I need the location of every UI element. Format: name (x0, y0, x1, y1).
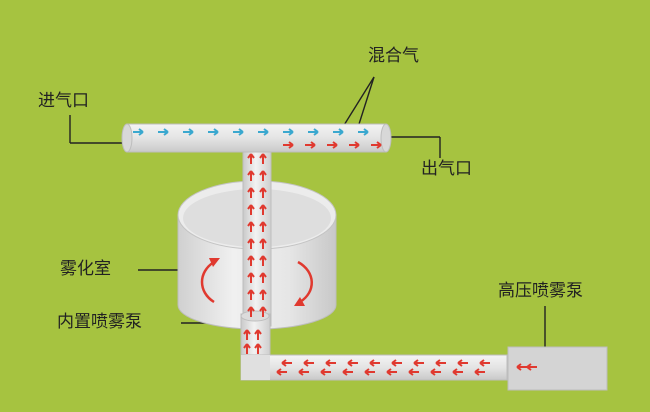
flow-arrows (133, 128, 537, 376)
outflow-arrow (371, 141, 382, 149)
pump-up-arrow (243, 343, 251, 354)
feed-left-arrow (364, 368, 375, 376)
riser-up-arrow (247, 306, 255, 317)
feed-left-arrow (479, 359, 490, 367)
feed-left-arrow (474, 368, 485, 376)
outflow-arrow (283, 141, 294, 149)
feed-left-arrow (435, 359, 446, 367)
swirl-arrows (200, 260, 313, 304)
pump-left-arrow (516, 363, 527, 371)
feed-left-arrow (452, 368, 463, 376)
swirl-right-head (294, 297, 305, 306)
feed-left-arrow (430, 368, 441, 376)
outflow-arrow (349, 141, 360, 149)
riser-up-arrow (247, 153, 255, 164)
feed-left-arrow (386, 368, 397, 376)
feed-left-arrow (276, 368, 287, 376)
feed-left-arrow (413, 359, 424, 367)
inlet-label: 进气口 (38, 91, 89, 111)
riser-up-arrow (247, 204, 255, 215)
internal-spray-pump-label: 内置喷雾泵 (57, 312, 142, 332)
riser-up-arrow (247, 187, 255, 198)
riser-up-arrow (259, 238, 267, 249)
pump-up-arrow (243, 329, 251, 340)
riser-pipe (242, 137, 272, 327)
pump-up-arrow (254, 329, 262, 340)
feed-left-arrow (303, 359, 314, 367)
riser-up-arrow (259, 187, 267, 198)
leader-lines (69, 76, 546, 347)
inflow-arrow (183, 128, 194, 136)
high-pressure-spray-pump-box (507, 346, 608, 391)
swirl-right-arrow (297, 260, 313, 304)
inflow-arrow (133, 128, 144, 136)
inflow-arrow (208, 128, 219, 136)
feed-left-arrow (325, 359, 336, 367)
feed-left-arrow (408, 368, 419, 376)
feed-left-arrow (320, 368, 331, 376)
riser-up-arrow (247, 221, 255, 232)
swirl-left-head (209, 258, 220, 267)
mixed-gas-label: 混合气 (368, 46, 419, 66)
feed-left-arrow (347, 359, 358, 367)
feed-left-arrow (281, 359, 292, 367)
outflow-arrow (327, 141, 338, 149)
inflow-arrow (333, 128, 344, 136)
inflow-arrow (308, 128, 319, 136)
pump-up-arrow (254, 343, 262, 354)
feed-left-arrow (342, 368, 353, 376)
riser-up-arrow (259, 255, 267, 266)
pump-left-arrow (526, 363, 537, 371)
high-pressure-spray-pump-label: 高压喷雾泵 (498, 281, 583, 301)
inflow-arrow (358, 128, 369, 136)
pump-feed-pipe (240, 310, 508, 381)
riser-up-arrow (247, 170, 255, 181)
mixed-gas-leader-1 (340, 76, 375, 131)
riser-up-arrow (259, 306, 267, 317)
riser-up-arrow (259, 204, 267, 215)
riser-up-arrow (247, 272, 255, 283)
swirl-heads (209, 258, 305, 306)
inflow-arrow (258, 128, 269, 136)
feed-left-arrow (369, 359, 380, 367)
inflow-arrow (158, 128, 169, 136)
riser-up-arrow (259, 153, 267, 164)
main-gas-pipe (121, 123, 392, 153)
feed-left-arrow (457, 359, 468, 367)
riser-up-arrow (259, 289, 267, 300)
riser-up-arrow (259, 221, 267, 232)
riser-up-arrow (247, 238, 255, 249)
riser-up-arrow (247, 289, 255, 300)
outflow-arrow (305, 141, 316, 149)
riser-up-arrow (259, 272, 267, 283)
swirl-left-arrow (200, 260, 215, 304)
atomization-chamber-label: 雾化室 (60, 259, 111, 279)
outlet-label: 出气口 (421, 159, 472, 179)
inflow-arrow (233, 128, 244, 136)
inflow-arrow (283, 128, 294, 136)
feed-left-arrow (298, 368, 309, 376)
riser-up-arrow (259, 170, 267, 181)
riser-up-arrow (247, 255, 255, 266)
feed-left-arrow (391, 359, 402, 367)
